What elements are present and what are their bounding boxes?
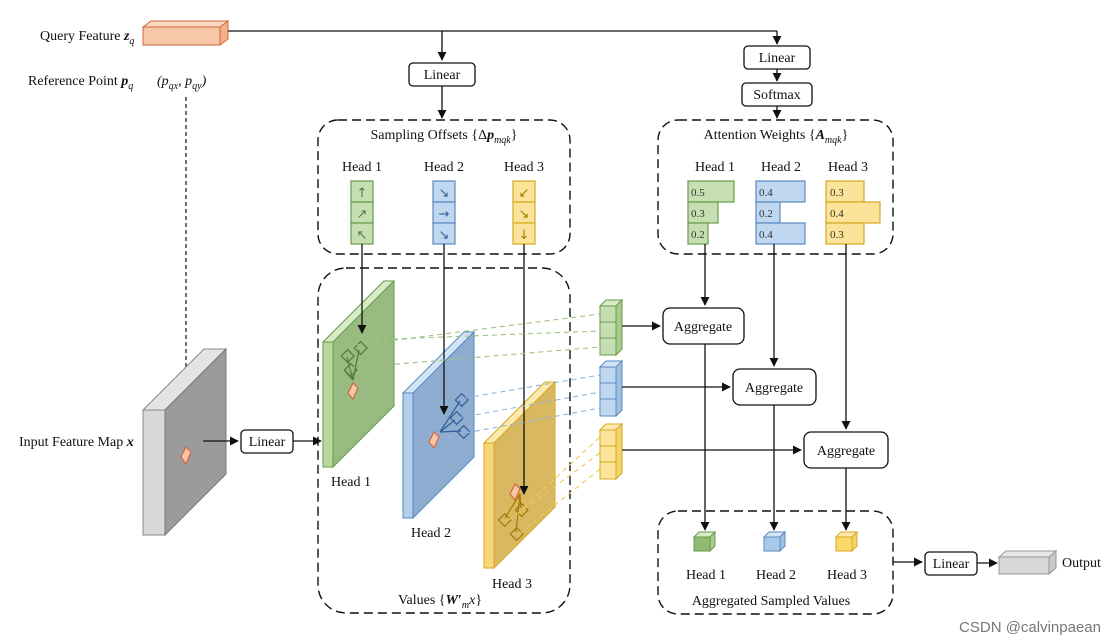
attention-head-1-label: Head 1 bbox=[695, 160, 735, 175]
aggregated-head-2-label: Head 2 bbox=[756, 568, 796, 583]
svg-text:Softmax: Softmax bbox=[753, 88, 800, 103]
sampling-offsets-title: Sampling Offsets {Δpmqk} bbox=[371, 128, 518, 146]
weight-value: 0.4 bbox=[759, 229, 773, 241]
weight-value: 0.4 bbox=[759, 187, 773, 199]
offset-arrow: ↗ bbox=[357, 207, 368, 222]
svg-text:Linear: Linear bbox=[424, 68, 461, 83]
value-map-head-2 bbox=[401, 330, 476, 520]
aggregated-cube-head-1 bbox=[692, 530, 717, 553]
aggregated-title: Aggregated Sampled Values bbox=[692, 594, 850, 609]
attention-weights-title: Attention Weights {Amqk} bbox=[704, 128, 849, 146]
offset-to-values-arrows bbox=[357, 244, 529, 495]
weight-value: 0.4 bbox=[830, 208, 844, 220]
aggregated-head-3-label: Head 3 bbox=[827, 568, 867, 583]
weight-value: 0.3 bbox=[830, 187, 844, 199]
attention-weights-head-1 bbox=[687, 180, 735, 245]
reference-point-coords: (pqx, pqy) bbox=[157, 74, 207, 92]
offset-arrow: ↘ bbox=[439, 186, 450, 201]
aggregate-box-head-3: Aggregate bbox=[803, 431, 889, 469]
weight-value: 0.3 bbox=[830, 229, 844, 241]
sampled-values-head-3 bbox=[598, 422, 624, 481]
value-head-3-label: Head 3 bbox=[492, 577, 532, 592]
svg-text:Aggregate: Aggregate bbox=[674, 320, 732, 335]
softmax-box: Softmax bbox=[741, 82, 813, 107]
sampling-offsets-head-3 bbox=[512, 180, 536, 245]
sampling-offsets-head-1 bbox=[350, 180, 374, 245]
input-feature-map bbox=[141, 347, 228, 537]
linear-output: Linear bbox=[924, 551, 978, 576]
sampled-values-head-2 bbox=[598, 359, 624, 418]
aggregate-to-output-arrows bbox=[700, 344, 851, 531]
offset-arrow: ↙ bbox=[519, 186, 530, 201]
weight-value: 0.5 bbox=[691, 187, 705, 199]
sampling-head-1-label: Head 1 bbox=[342, 160, 382, 175]
sampling-head-2-label: Head 2 bbox=[424, 160, 464, 175]
sampling-offsets-head-2 bbox=[432, 180, 456, 245]
offset-arrow: → bbox=[439, 207, 450, 222]
weight-value: 0.2 bbox=[691, 229, 705, 241]
value-head-2-label: Head 2 bbox=[411, 526, 451, 541]
linear-sampling: Linear bbox=[408, 62, 476, 87]
sampling-points-head-2 bbox=[439, 392, 471, 440]
svg-text:Linear: Linear bbox=[933, 557, 970, 572]
svg-text:Aggregate: Aggregate bbox=[745, 381, 803, 396]
svg-text:Aggregate: Aggregate bbox=[817, 444, 875, 459]
sampling-head-3-label: Head 3 bbox=[504, 160, 544, 175]
aggregated-cube-head-2 bbox=[762, 530, 787, 553]
offset-arrow: ↑ bbox=[357, 186, 368, 201]
reference-point-label: Reference Point pq bbox=[28, 74, 133, 92]
offset-arrow: ↘ bbox=[519, 207, 530, 222]
attention-weights-group: Attention Weights {Amqk} Head 1 Head 2 H… bbox=[657, 119, 894, 255]
aggregate-box-head-1: Aggregate bbox=[662, 307, 745, 345]
values-to-aggregate-arrows bbox=[622, 321, 802, 455]
projection-lines-head-2 bbox=[457, 374, 601, 434]
query-connectors bbox=[228, 30, 782, 61]
weight-value: 0.2 bbox=[759, 208, 773, 220]
weight-value: 0.3 bbox=[691, 208, 705, 220]
values-title: Values {W′mx} bbox=[398, 593, 482, 611]
output-block bbox=[997, 549, 1058, 576]
svg-text:Linear: Linear bbox=[249, 435, 286, 450]
aggregated-head-1-label: Head 1 bbox=[686, 568, 726, 583]
sampled-values-head-1 bbox=[598, 298, 624, 357]
output-label: Output bbox=[1062, 556, 1101, 571]
value-map-head-1 bbox=[321, 279, 396, 469]
projection-lines-head-1 bbox=[349, 313, 601, 369]
linear-attention: Linear bbox=[743, 45, 811, 70]
aggregated-values-group: Head 1 Head 2 Head 3 Aggregated Sampled … bbox=[657, 510, 894, 615]
aggregate-box-head-2: Aggregate bbox=[732, 368, 817, 406]
value-map-head-3 bbox=[482, 380, 557, 570]
attention-head-2-label: Head 2 bbox=[761, 160, 801, 175]
watermark: CSDN @calvinpaean bbox=[959, 619, 1101, 636]
linear-input: Linear bbox=[240, 429, 294, 454]
query-feature-block bbox=[141, 20, 230, 46]
svg-text:Linear: Linear bbox=[759, 51, 796, 66]
offset-arrow: ↓ bbox=[519, 228, 530, 243]
attention-weights-head-2 bbox=[755, 180, 806, 245]
sampling-offsets-group: Sampling Offsets {Δpmqk} Head 1 Head 2 H… bbox=[317, 119, 571, 255]
attention-head-3-label: Head 3 bbox=[828, 160, 868, 175]
sampling-points-head-3 bbox=[497, 493, 529, 542]
offset-arrow: ↖ bbox=[357, 228, 368, 243]
query-feature-label: Query Feature zq bbox=[40, 29, 134, 47]
value-head-1-label: Head 1 bbox=[331, 475, 371, 490]
input-feature-map-label: Input Feature Map x bbox=[19, 435, 134, 450]
offset-arrow: ↘ bbox=[439, 228, 450, 243]
attention-weights-head-3 bbox=[825, 180, 881, 245]
aggregated-cube-head-3 bbox=[834, 530, 859, 553]
weights-to-aggregate-arrows bbox=[700, 244, 851, 430]
projection-lines-head-3 bbox=[508, 436, 601, 535]
